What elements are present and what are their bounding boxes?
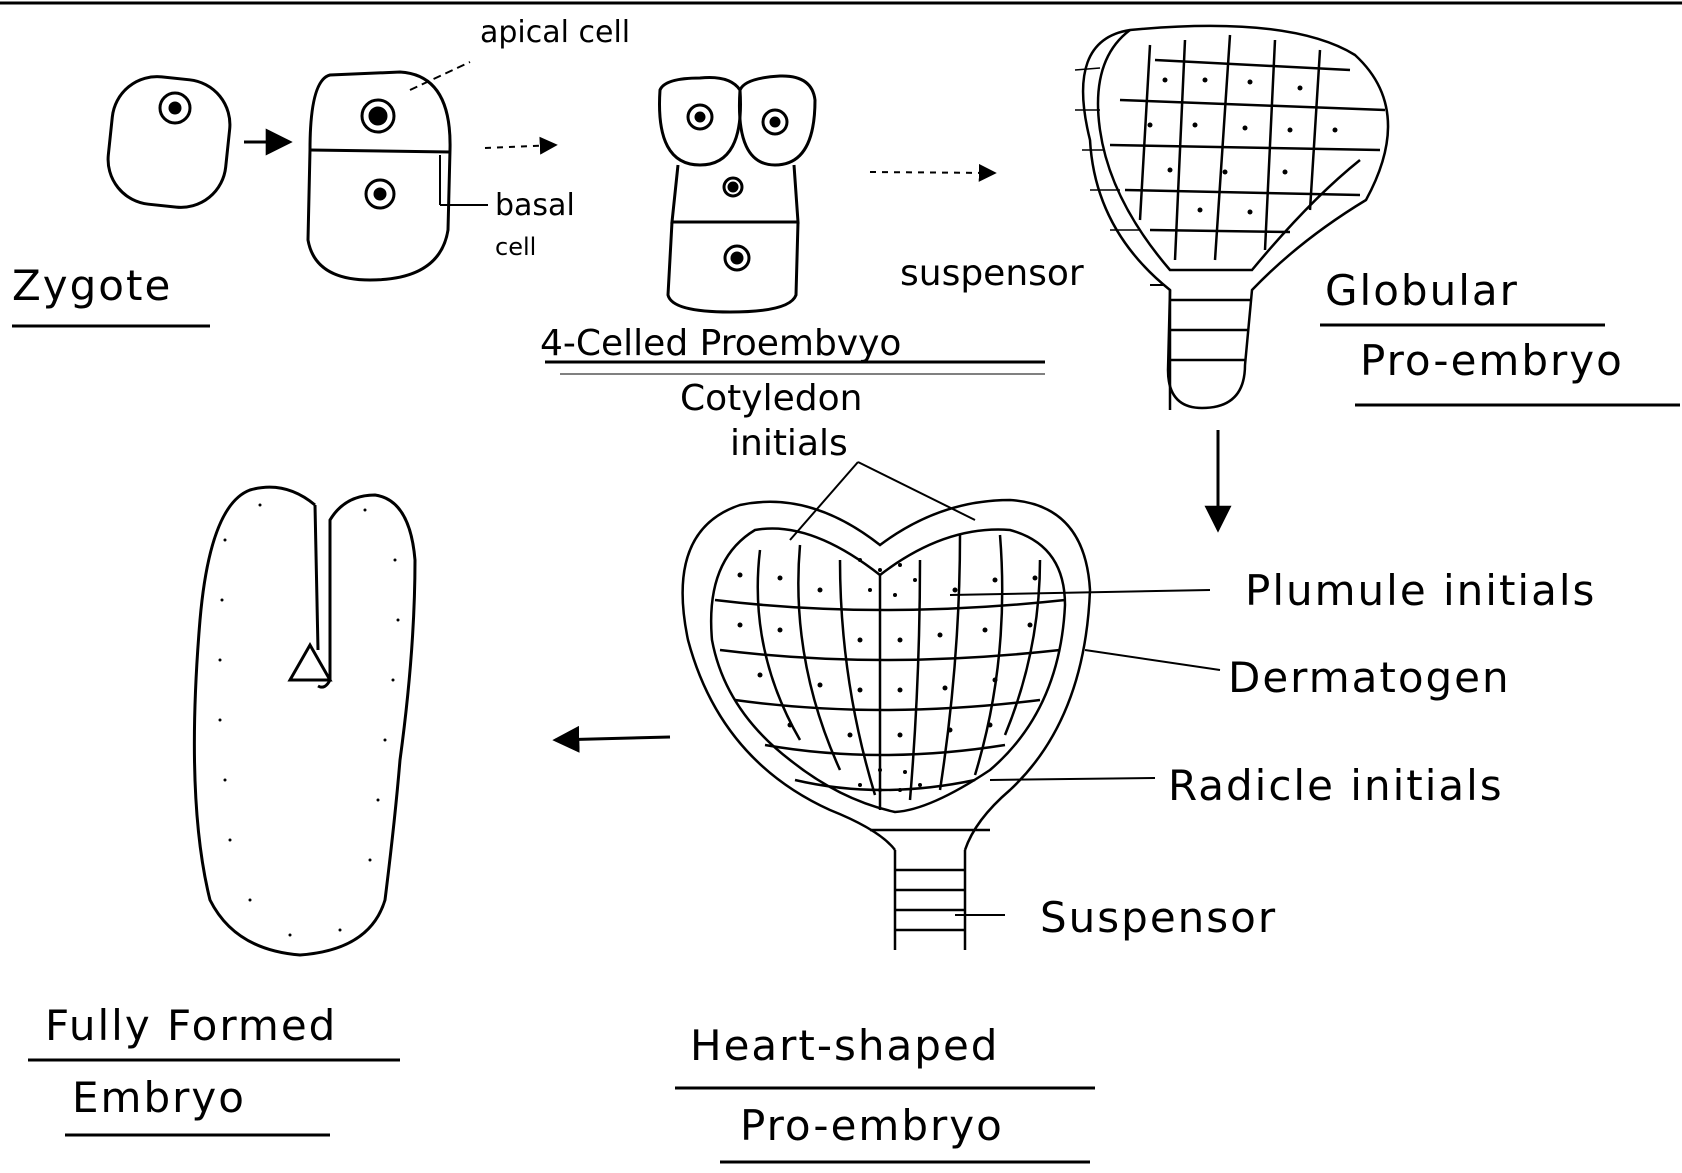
heart-proembryo-drawing (683, 500, 1090, 950)
zygote-label: Zygote (12, 261, 172, 310)
globular-label: Globular (1325, 266, 1519, 315)
suspensor-heart-label: Suspensor (1040, 893, 1277, 942)
four-celled-label: 4-Celled Proembvyo (540, 323, 901, 364)
arrow-left-icon (555, 737, 670, 740)
fully-formed-embryo-drawing (194, 487, 415, 955)
basal-cell-label-2: cell (495, 233, 536, 261)
radicle-initials-label: Radicle initials (1168, 761, 1504, 810)
globular-proembryo-label: Pro-embryo (1360, 336, 1624, 385)
heart-proembryo-label: Pro-embryo (740, 1101, 1004, 1150)
embryo-stipple (219, 504, 400, 937)
globular-proembryo-drawing (1083, 26, 1388, 410)
fully-formed-label: Fully Formed (45, 1001, 337, 1050)
zygote-drawing (104, 72, 235, 212)
arrow-right-icon (485, 145, 556, 148)
arrow-right-icon (870, 172, 995, 173)
heart-nuclei (738, 558, 1038, 792)
dermatogen-label: Dermatogen (1228, 653, 1511, 702)
basal-cell-label-1: basal (495, 188, 575, 223)
suspensor-globular-label: suspensor (900, 253, 1084, 294)
two-cell-drawing (308, 72, 450, 280)
plumule-initials-label: Plumule initials (1245, 566, 1596, 615)
embryo-label: Embryo (72, 1073, 246, 1122)
apical-cell-label: apical cell (480, 15, 630, 50)
cotyledon-label-2: initials (730, 423, 848, 464)
cotyledon-label: Cotyledon (680, 378, 862, 419)
heart-shaped-label: Heart-shaped (690, 1021, 999, 1070)
globular-dashes (1075, 68, 1140, 230)
four-celled-drawing (660, 76, 816, 312)
